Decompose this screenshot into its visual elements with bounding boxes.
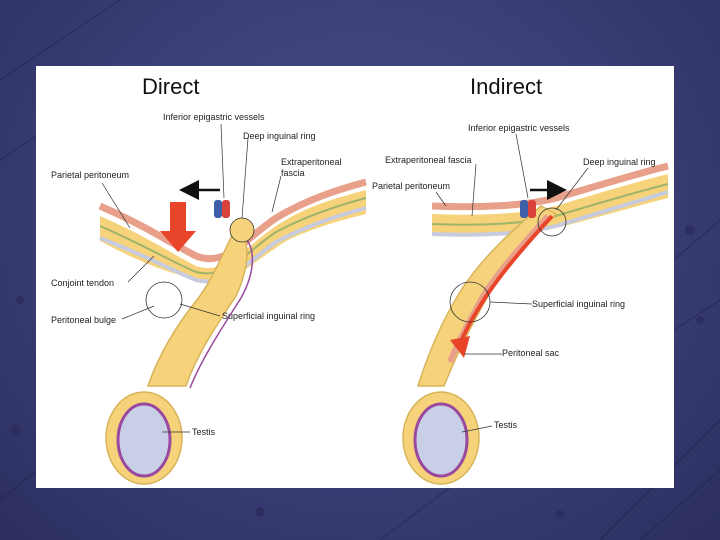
hernia-diagram — [36, 66, 674, 488]
direct-label-conjoint-tendon: Conjoint tendon — [51, 278, 114, 288]
direct-epigastric-vessel-red — [222, 200, 230, 218]
direct-label-parietal-peritoneum: Parietal peritoneum — [51, 170, 129, 180]
indirect-label-testis: Testis — [494, 420, 517, 430]
direct-label-inferior-epigastric-vessels: Inferior epigastric vessels — [163, 112, 265, 122]
indirect-testis — [415, 404, 467, 476]
direct-label-testis: Testis — [192, 427, 215, 437]
direct-epigastric-vessel-blue — [214, 200, 222, 218]
direct-testis — [118, 404, 170, 476]
indirect-label-extraperitoneal-fascia: Extraperitoneal fascia — [385, 155, 472, 165]
direct-label-extraperitoneal-1: Extraperitoneal — [281, 157, 342, 167]
indirect-epigastric-vessel-red — [528, 200, 536, 218]
diagram-panel: Direct Indirect Inferior epigastric vess… — [36, 66, 674, 488]
direct-label-peritoneal-bulge: Peritoneal bulge — [51, 315, 116, 325]
indirect-label-parietal-peritoneum: Parietal peritoneum — [372, 181, 450, 191]
indirect-label-inferior-epigastric-vessels: Inferior epigastric vessels — [468, 123, 570, 133]
direct-title: Direct — [142, 74, 199, 100]
indirect-label-deep-inguinal-ring: Deep inguinal ring — [583, 157, 656, 167]
direct-diagram — [100, 124, 366, 484]
indirect-label-peritoneal-sac: Peritoneal sac — [502, 348, 559, 358]
direct-label-deep-inguinal-ring: Deep inguinal ring — [243, 131, 316, 141]
indirect-title: Indirect — [470, 74, 542, 100]
direct-label-extraperitoneal-2: fascia — [281, 168, 305, 178]
direct-red-arrow — [160, 202, 196, 252]
indirect-label-superficial-inguinal-ring: Superficial inguinal ring — [532, 299, 625, 309]
direct-label-superficial-inguinal-ring: Superficial inguinal ring — [222, 311, 315, 321]
indirect-epigastric-vessel-blue — [520, 200, 528, 218]
